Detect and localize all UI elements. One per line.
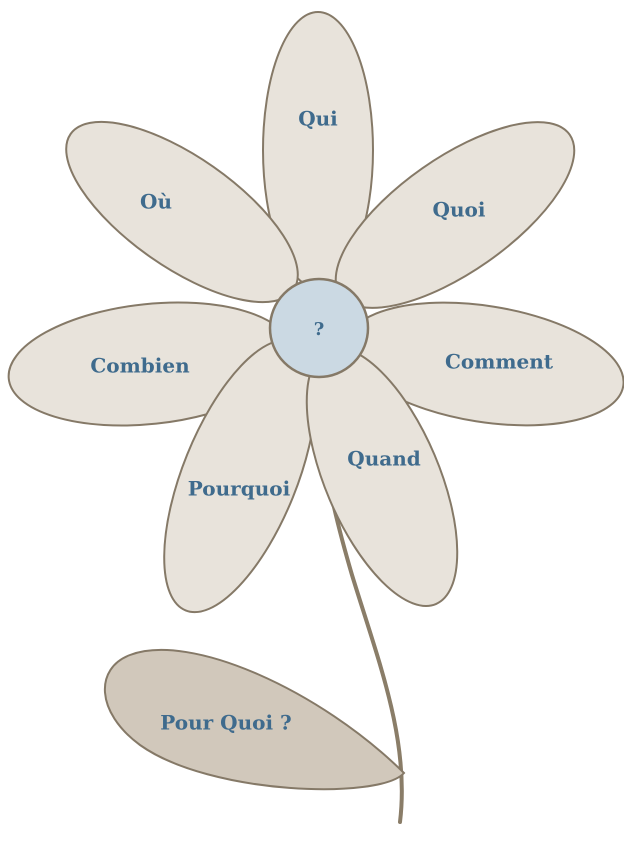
petal-pourquoi: Pourquoi [163, 338, 317, 614]
petal-qui-label: Qui [298, 107, 338, 131]
petal-combien-label: Combien [90, 354, 190, 378]
petal-comment: Comment [345, 301, 624, 427]
flower-center-label: ? [314, 319, 325, 340]
leaf-pour-quoi: Pour Quoi ? [104, 648, 406, 791]
flower-center: ? [268, 277, 370, 379]
petal-ou: Où [65, 120, 299, 304]
petal-ou-label: Où [140, 190, 172, 214]
petal-quoi: Quoi [334, 121, 576, 309]
petal-quand-label: Quand [347, 447, 420, 471]
petal-quoi-label: Quoi [433, 198, 486, 222]
petal-comment-label: Comment [445, 350, 554, 374]
petal-pourquoi-label: Pourquoi [188, 477, 291, 501]
leaf-label: Pour Quoi ? [160, 711, 291, 735]
flower-center-circle [268, 277, 370, 379]
leaf-shape [104, 648, 406, 791]
